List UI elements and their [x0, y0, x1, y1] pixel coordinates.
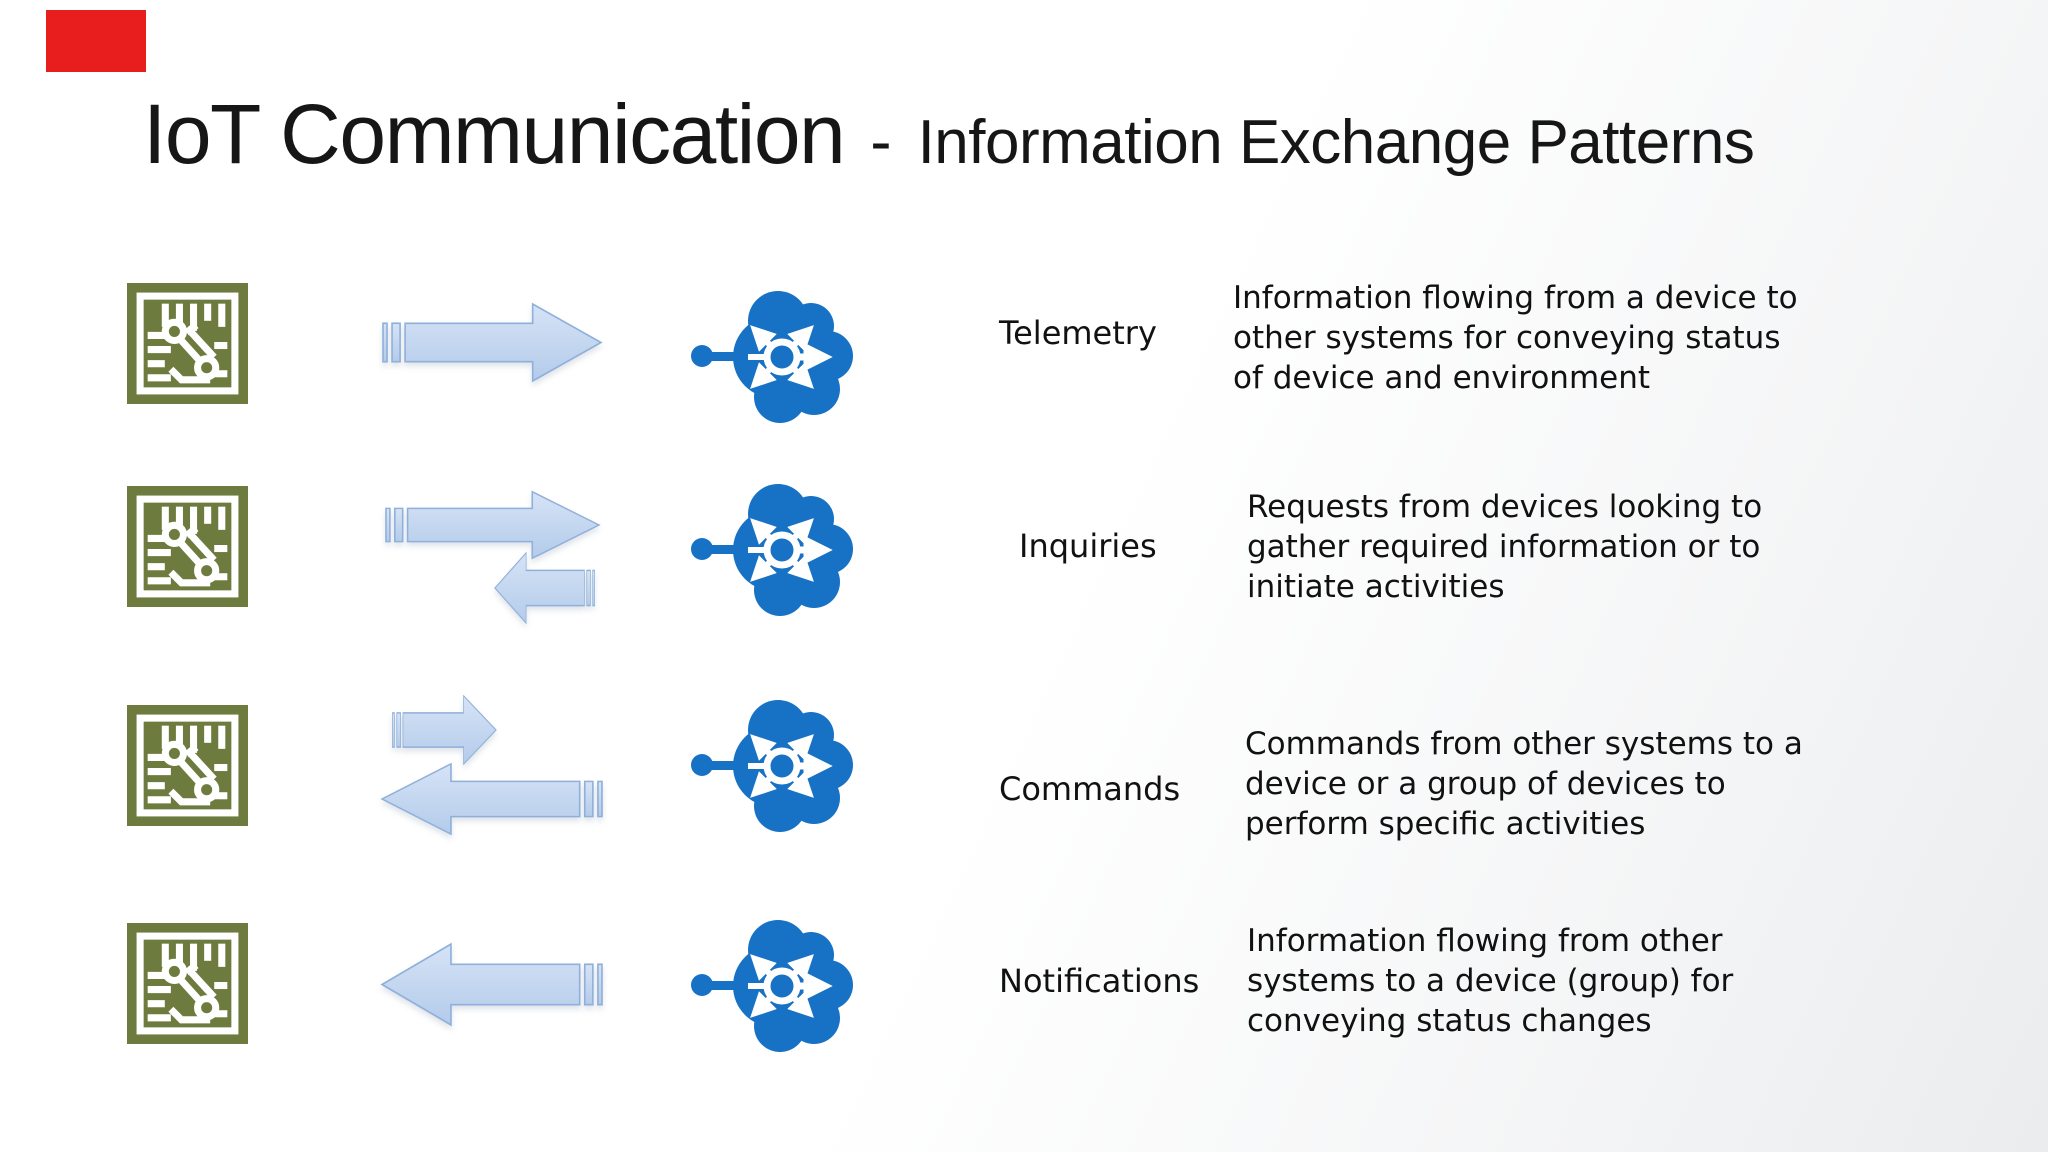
title-main: IoT Communication [143, 87, 846, 181]
cloud-network-hub-icon [690, 285, 855, 425]
description-line: Information flowing from other [1247, 923, 1723, 959]
row-description-inquiries: Requests from devices looking to gather … [1247, 487, 1762, 607]
description-line: gather required information or to [1247, 529, 1761, 565]
description-line: Information flowing from a device to [1233, 280, 1798, 316]
arrow-left-small-icon [494, 552, 595, 624]
circuit-board-icon [127, 705, 248, 826]
description-line: initiate activities [1247, 569, 1505, 605]
slide-title: IoT Communication - Information Exchange… [143, 86, 1755, 183]
description-line: device or a group of devices to [1245, 766, 1726, 802]
description-line: of device and environment [1233, 360, 1651, 396]
row-description-commands: Commands from other systems to a device … [1245, 724, 1803, 844]
circuit-board-icon [127, 486, 248, 607]
description-line: conveying status changes [1247, 1003, 1652, 1039]
description-line: perform specific activities [1245, 806, 1646, 842]
arrow-right-large-icon [382, 303, 602, 382]
row-label-telemetry: Telemetry [999, 314, 1157, 352]
cloud-network-hub-icon [690, 914, 855, 1054]
row-label-inquiries: Inquiries [1019, 527, 1157, 565]
title-separator: - [870, 105, 892, 177]
cloud-network-hub-icon [690, 478, 855, 618]
row-label-notifications: Notifications [999, 962, 1200, 1000]
arrow-left-large-icon [381, 943, 603, 1026]
description-line: systems to a device (group) for [1247, 963, 1734, 999]
row-label-commands: Commands [999, 770, 1181, 808]
description-line: other systems for conveying status [1233, 320, 1781, 356]
recording-indicator [46, 10, 146, 72]
title-subtitle: Information Exchange Patterns [917, 108, 1755, 177]
description-line: Commands from other systems to a [1245, 726, 1803, 762]
row-description-notifications: Information flowing from other systems t… [1247, 921, 1733, 1041]
arrow-left-large-icon [381, 763, 603, 835]
arrow-right-small-icon [392, 695, 497, 765]
cloud-network-hub-icon [690, 694, 855, 834]
circuit-board-icon [127, 283, 248, 404]
arrow-right-large-icon [385, 490, 600, 560]
circuit-board-icon [127, 923, 248, 1044]
description-line: Requests from devices looking to [1247, 489, 1763, 525]
row-description-telemetry: Information flowing from a device to oth… [1233, 278, 1798, 398]
